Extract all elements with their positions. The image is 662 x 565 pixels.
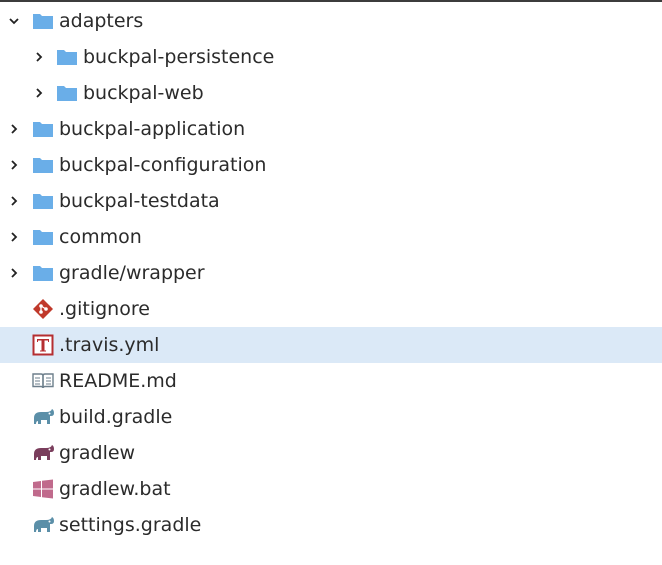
tree-item-buckpal-testdata[interactable]: buckpal-testdata [0, 183, 662, 219]
tree-item-gradlew[interactable]: gradlew [0, 435, 662, 471]
gradle-elephant-icon [34, 517, 54, 532]
chevron-down-icon[interactable] [8, 15, 20, 27]
tree-item-readme[interactable]: README.md [0, 363, 662, 399]
tree-item-label: build.gradle [59, 406, 173, 428]
tree-item-common[interactable]: common [0, 219, 662, 255]
tree-item-label: buckpal-configuration [59, 154, 267, 176]
folder-icon [33, 194, 53, 209]
tree-item-label: buckpal-persistence [83, 46, 275, 68]
tree-item-label: gradle/wrapper [59, 262, 205, 284]
tree-item-label: README.md [59, 370, 177, 392]
tree-item-gradle-wrapper[interactable]: gradle/wrapper [0, 255, 662, 291]
tree-item-buckpal-configuration[interactable]: buckpal-configuration [0, 147, 662, 183]
tree-item-label: buckpal-web [83, 82, 204, 104]
chevron-right-icon[interactable] [8, 159, 20, 171]
folder-icon [33, 122, 53, 137]
tree-item-buckpal-web[interactable]: buckpal-web [0, 75, 662, 111]
gradle-elephant-icon [34, 409, 54, 424]
gradle-elephant-dark-icon [34, 445, 54, 460]
tree-item-label: .gitignore [59, 298, 150, 320]
windows-icon [33, 479, 53, 499]
chevron-right-icon[interactable] [8, 123, 20, 135]
tree-item-label: gradlew [59, 442, 136, 464]
chevron-right-icon[interactable] [8, 231, 20, 243]
tree-item-label: buckpal-application [59, 118, 246, 140]
travis-icon [32, 334, 54, 356]
tree-item-buckpal-persistence[interactable]: buckpal-persistence [0, 39, 662, 75]
folder-icon [33, 14, 53, 29]
folder-icon [57, 50, 77, 65]
tree-item-adapters[interactable]: adapters [0, 3, 662, 39]
tree-item-label: common [59, 226, 142, 248]
file-explorer-tree: adapters buckpal-persistence buckpal-web… [0, 3, 662, 543]
tree-item-gradlew-bat[interactable]: gradlew.bat [0, 471, 662, 507]
tree-item-buckpal-application[interactable]: buckpal-application [0, 111, 662, 147]
chevron-right-icon[interactable] [33, 51, 45, 63]
tree-item-gitignore[interactable]: .gitignore [0, 291, 662, 327]
tree-item-settings-gradle[interactable]: settings.gradle [0, 507, 662, 543]
folder-icon [33, 158, 53, 173]
tree-item-build-gradle[interactable]: build.gradle [0, 399, 662, 435]
folder-icon [33, 266, 53, 281]
tree-item-travis-yml[interactable]: .travis.yml [0, 327, 662, 363]
folder-icon [57, 86, 77, 101]
tree-item-label: .travis.yml [59, 334, 160, 356]
window-top-border [0, 0, 662, 2]
chevron-right-icon[interactable] [33, 87, 45, 99]
tree-item-label: buckpal-testdata [59, 190, 220, 212]
git-icon [33, 299, 53, 319]
chevron-right-icon[interactable] [8, 195, 20, 207]
chevron-right-icon[interactable] [8, 267, 20, 279]
book-icon [32, 373, 54, 389]
tree-item-label: settings.gradle [59, 514, 202, 536]
tree-item-label: gradlew.bat [59, 478, 171, 500]
folder-icon [33, 230, 53, 245]
tree-item-label: adapters [59, 10, 144, 32]
